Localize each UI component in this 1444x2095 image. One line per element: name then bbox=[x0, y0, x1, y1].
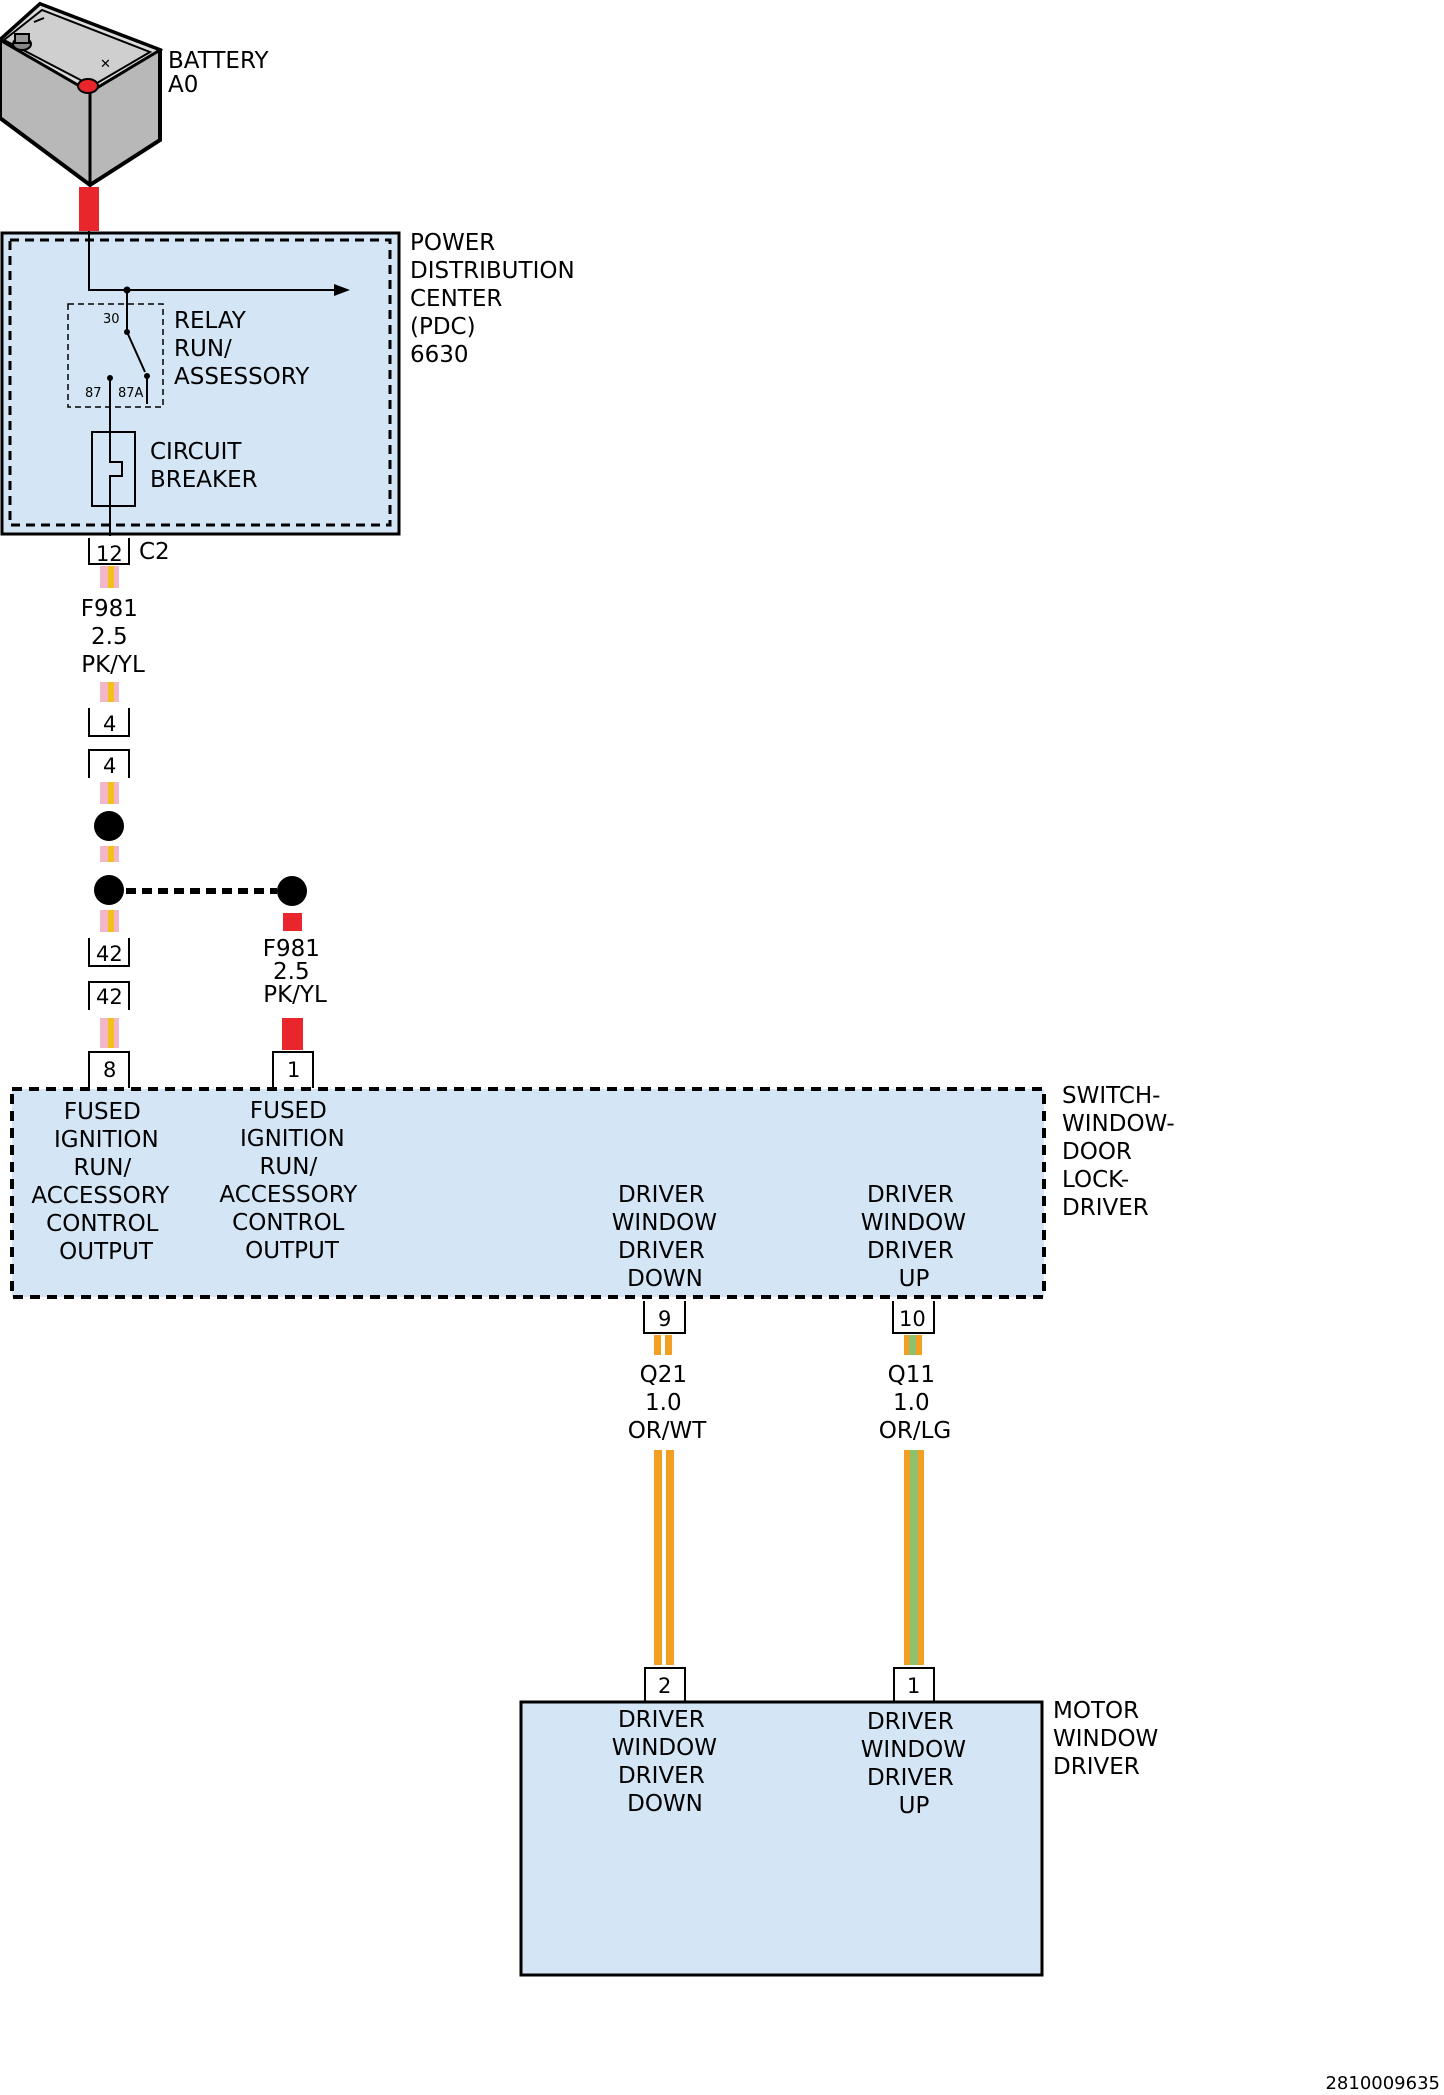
switch-pin-9 bbox=[643, 1301, 686, 1334]
motor-pin2-function: DRIVER WINDOW DRIVER DOWN bbox=[612, 1707, 725, 1817]
pdc-connector-name: C2 bbox=[139, 539, 170, 565]
wire-f981-main-label: F981 2.5 PK/YL bbox=[81, 596, 145, 678]
wire-q11 bbox=[904, 1335, 924, 1665]
circuit-breaker-icon bbox=[91, 431, 136, 507]
relay-terminal-30: 30 bbox=[103, 312, 120, 327]
svg-text:8: 8 bbox=[103, 1058, 116, 1082]
splice-node-lower bbox=[94, 875, 124, 905]
switch-pin8-function: FUSED IGNITION RUN/ ACCESSORY CONTROL OU… bbox=[31, 1099, 176, 1265]
pdc-label: POWER DISTRIBUTION CENTER (PDC) 6630 bbox=[410, 230, 582, 368]
battery-icon: ✕ bbox=[0, 1, 164, 188]
switch-pin-1 bbox=[272, 1051, 314, 1088]
svg-text:4: 4 bbox=[103, 712, 116, 736]
svg-text:10: 10 bbox=[899, 1307, 926, 1331]
motor-pin1-function: DRIVER WINDOW DRIVER UP bbox=[861, 1709, 974, 1819]
svg-text:2: 2 bbox=[658, 1674, 671, 1698]
pdc-connector-pin-12 bbox=[88, 538, 130, 565]
wire-f981-branch-segment-bottom bbox=[282, 1018, 303, 1050]
inline-connector-42a bbox=[88, 938, 130, 967]
motor-label: MOTOR WINDOW DRIVER bbox=[1053, 1698, 1166, 1780]
inline-connector-4b bbox=[88, 749, 130, 778]
wire-f981-main bbox=[100, 566, 119, 1048]
inline-connector-4a bbox=[88, 708, 130, 737]
motor-pin-1 bbox=[893, 1667, 935, 1702]
motor-box bbox=[519, 1700, 1044, 1977]
battery-id: A0 bbox=[168, 72, 198, 98]
battery-label: BATTERY bbox=[168, 48, 269, 74]
relay-label: RELAY RUN/ ASSESSORY bbox=[174, 308, 310, 390]
pdc-bus-line bbox=[88, 231, 340, 291]
wire-q21-label: Q21 1.0 OR/WT bbox=[628, 1362, 708, 1444]
svg-text:9: 9 bbox=[658, 1307, 671, 1331]
inline-connector-42b bbox=[88, 981, 130, 1010]
wire-f981-branch-segment-top bbox=[283, 913, 302, 931]
arrow-right-icon bbox=[334, 284, 350, 296]
wire-f981-branch-label: F981 2.5 PK/YL bbox=[263, 936, 327, 1008]
wire-q11-label: Q11 1.0 OR/LG bbox=[879, 1362, 951, 1444]
svg-text:12: 12 bbox=[96, 542, 123, 566]
relay-terminal-87: 87 bbox=[85, 386, 102, 401]
splice-node-upper bbox=[94, 811, 124, 841]
pdc-box bbox=[0, 231, 401, 536]
pdc-inner-dashed-border bbox=[8, 238, 392, 527]
svg-text:4: 4 bbox=[103, 754, 116, 778]
document-number: 2810009635 bbox=[1325, 2073, 1440, 2094]
svg-text:42: 42 bbox=[96, 985, 123, 1009]
svg-text:1: 1 bbox=[907, 1674, 920, 1698]
svg-text:42: 42 bbox=[96, 942, 123, 966]
switch-pin10-function: DRIVER WINDOW DRIVER UP bbox=[861, 1182, 974, 1292]
switch-pin9-function: DRIVER WINDOW DRIVER DOWN bbox=[612, 1182, 725, 1292]
svg-text:1: 1 bbox=[287, 1058, 300, 1082]
svg-text:✕: ✕ bbox=[100, 57, 111, 72]
switch-box bbox=[10, 1087, 1046, 1299]
splice-node-branch bbox=[277, 876, 307, 906]
relay-switch-arm bbox=[126, 331, 146, 373]
switch-pin1-function: FUSED IGNITION RUN/ ACCESSORY CONTROL OU… bbox=[219, 1098, 364, 1264]
switch-label: SWITCH- WINDOW- DOOR LOCK- DRIVER bbox=[1062, 1083, 1182, 1221]
switch-pin-10 bbox=[892, 1301, 935, 1334]
motor-pin-2 bbox=[644, 1667, 686, 1702]
circuit-breaker-label: CIRCUIT BREAKER bbox=[150, 439, 258, 493]
wire-q21 bbox=[654, 1335, 674, 1665]
battery-cable bbox=[79, 187, 99, 231]
switch-pin-8 bbox=[88, 1051, 130, 1088]
relay-terminal-87a: 87A bbox=[118, 386, 144, 401]
relay-box bbox=[67, 303, 164, 408]
